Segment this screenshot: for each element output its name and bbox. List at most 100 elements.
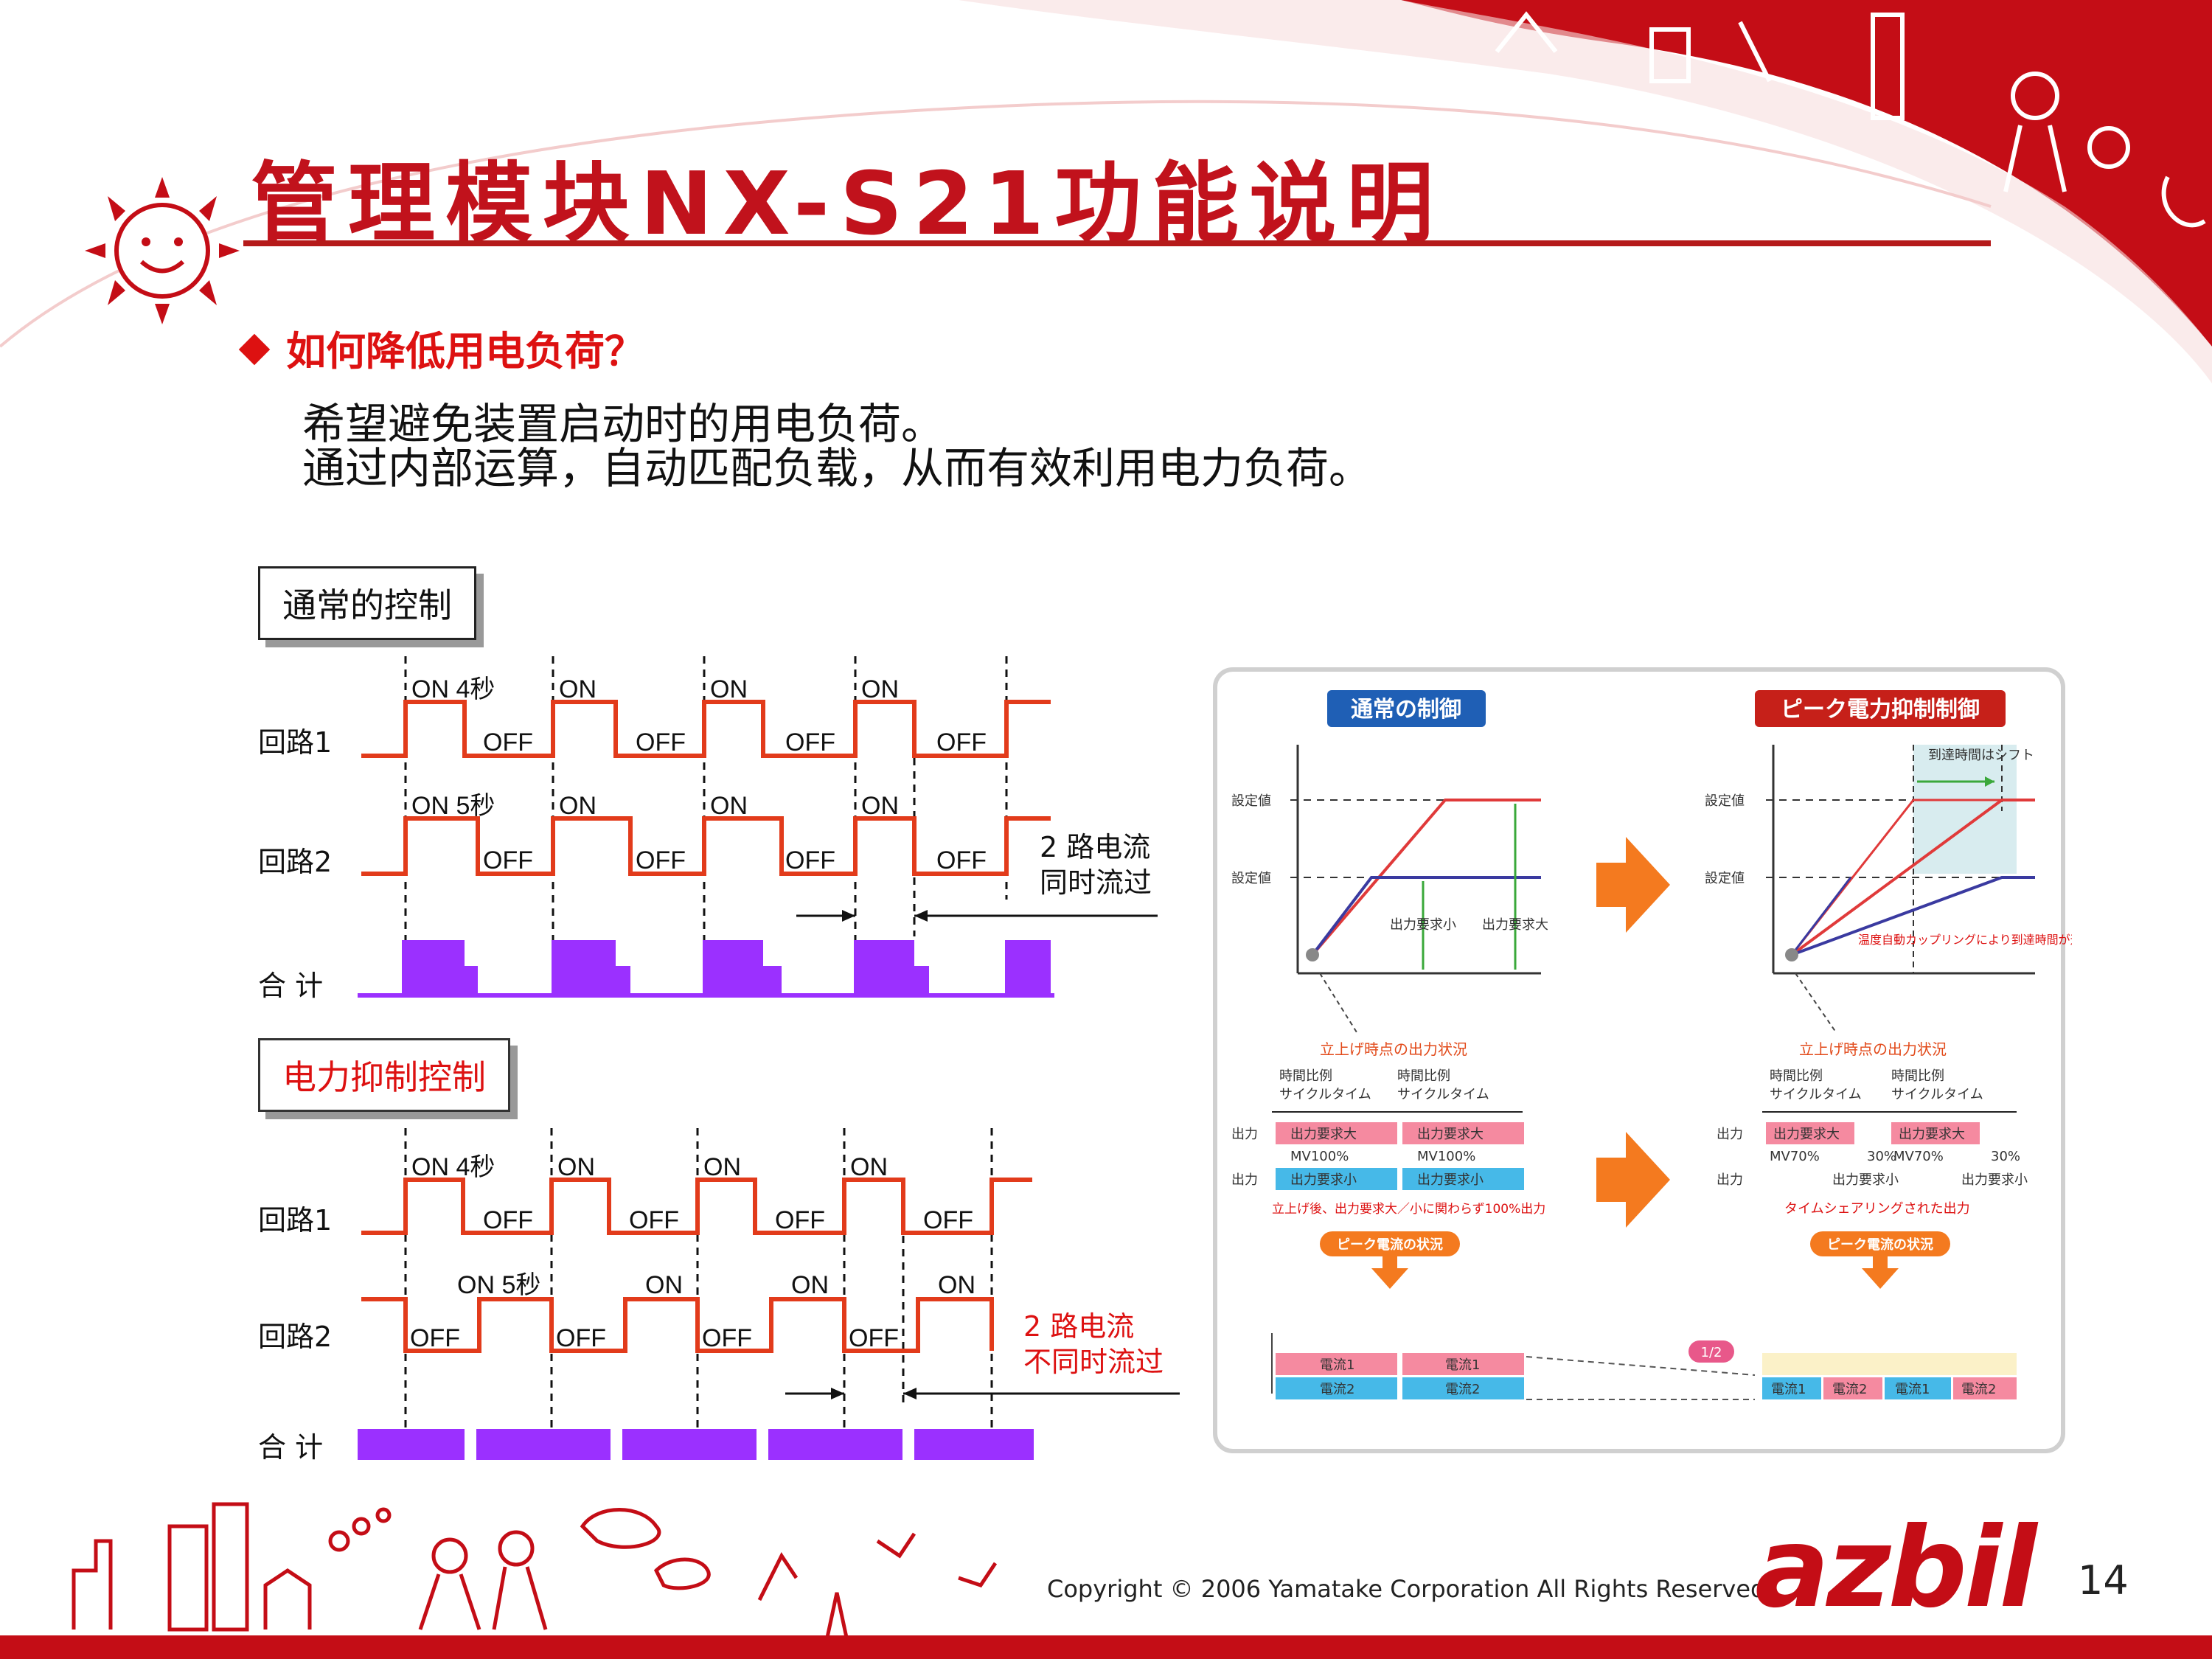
sup-total-label: 合 计 [258,1431,323,1464]
left-startup-status: 立上げ時点の出力状況 [1320,1040,1467,1058]
sup-c2-off: OFF [410,1324,460,1352]
suppression-control-label: 电力抑制控制 [258,1038,510,1112]
normal-note-line2: 同时流过 [1040,866,1152,899]
left-mv100-2: MV100% [1417,1149,1475,1164]
right-req-large-box2: 出力要求大 [1899,1127,1965,1142]
left-current1-b: 電流1 [1445,1357,1480,1373]
body-paragraph: 希望避免装置启动时的用电负荷。 通过内部运算，自动匹配负载，从而有效利用电力负荷… [302,402,1371,490]
right-cycle-2: サイクルタイム [1891,1087,1983,1102]
right-arrow-icon [1596,1132,1670,1228]
sup-c2-off: OFF [849,1324,899,1352]
right-current2-b: 電流2 [1961,1382,1996,1397]
sup-circuit1-label: 回路1 [258,1204,332,1237]
left-after-startup: 立上げ後、出力要求大／小に関わらず100%出力 [1272,1202,1545,1217]
suppression-timing-diagram: 回路1 回路2 合 计 ON 4秒 ON ON ON OFF OFF OFF O… [258,1128,1180,1464]
footer-illustration [72,1502,998,1644]
normal-c2-on: ON [710,792,748,820]
sup-c1-off: OFF [923,1206,973,1234]
copyright-text: Copyright © 2006 Yamatake Corporation Al… [1047,1575,1773,1603]
right-current1-b: 電流1 [1895,1382,1930,1397]
normal-c1-on: ON [861,675,899,703]
left-req-small: 出力要求小 [1390,917,1456,933]
right-output-2: 出力 [1717,1172,1743,1188]
normal-c2-off: OFF [936,846,987,874]
left-req-small-box2: 出力要求小 [1417,1172,1484,1188]
sup-c2-on-first: ON 5秒 [457,1271,540,1299]
header-decoration [0,0,2212,383]
sup-note-line2: 不同时流过 [1023,1346,1164,1378]
right-req-small-box2: 出力要求小 [1961,1172,2028,1188]
sup-c2-off: OFF [556,1324,606,1352]
left-req-large: 出力要求大 [1482,917,1548,933]
normal-c1-on: ON [710,675,748,703]
left-current2-a: 電流2 [1320,1382,1354,1397]
normal-c2-on: ON [559,792,597,820]
right-shift-label: 到達時間はシフト [1928,748,2034,763]
right-req-small-box1: 出力要求小 [1832,1172,1899,1188]
bottom-bar [0,1635,2212,1659]
left-peak-status: ピーク電流の状況 [1337,1237,1443,1253]
left-output-2: 出力 [1231,1172,1258,1188]
sup-c2-off: OFF [702,1324,752,1352]
right-setpoint-high: 設定値 [1705,793,1745,809]
left-cycle-1: サイクルタイム [1279,1087,1371,1102]
left-time-prop-1: 時間比例 [1279,1068,1332,1084]
normal-control-label: 通常的控制 [258,566,476,640]
normal-c1-off: OFF [785,728,835,757]
body-line-2: 通过内部运算，自动匹配负载，从而有效利用电力负荷。 [302,443,1372,493]
normal-c2-off: OFF [636,846,686,874]
right-coupling-note: 温度自動カップリングにより到達時間が遅くならない [1858,933,2072,947]
normal-c2-on: ON [861,792,899,820]
jp-comparison-figure: 通常の制御 ピーク電力抑制制御 設定値 設定値 出力要求小 出力要求大 [1213,667,2072,1453]
sup-c1-off: OFF [629,1206,679,1234]
normal-circuit2-label: 回路2 [258,846,332,878]
right-time-prop-1: 時間比例 [1770,1068,1823,1084]
sup-c1-on: ON [557,1153,595,1181]
right-cycle-1: サイクルタイム [1770,1087,1862,1102]
sun-icon [85,177,240,324]
right-pct30-1: 30% [1867,1149,1896,1164]
right-mv70-1: MV70% [1770,1149,1820,1164]
right-arrow-icon [1596,837,1670,933]
left-setpoint-low: 設定値 [1231,871,1271,886]
normal-c1-on: ON [559,675,597,703]
normal-c2-on-first: ON 5秒 [411,792,495,820]
left-mv100-1: MV100% [1290,1149,1349,1164]
sup-c1-on: ON [850,1153,888,1181]
right-setpoint-low: 設定値 [1705,871,1745,886]
right-current1-a: 電流1 [1771,1382,1806,1397]
sup-c2-on: ON [645,1271,683,1299]
normal-c1-on-first: ON 4秒 [411,675,495,703]
normal-timing-diagram: 回路1 回路2 合 计 ON 4秒 ON ON ON OFF OFF OFF O… [258,656,1158,1002]
normal-note-line1: 2 路电流 [1040,831,1150,863]
normal-c1-off: OFF [636,728,686,757]
left-req-large-box1: 出力要求大 [1290,1127,1357,1142]
page-title: 管理模块NX-S21功能说明 [251,153,1444,254]
sup-c1-off: OFF [483,1206,533,1234]
title-underline [243,240,1991,246]
left-req-small-box1: 出力要求小 [1290,1172,1357,1188]
left-current2-b: 電流2 [1445,1382,1480,1397]
page-number: 14 [2078,1557,2129,1604]
sup-c1-off: OFF [775,1206,825,1234]
left-graph: 設定値 設定値 出力要求小 出力要求大 [1231,745,1548,975]
sup-c2-on: ON [791,1271,829,1299]
normal-c1-off: OFF [483,728,533,757]
left-output-1: 出力 [1231,1127,1258,1142]
right-req-large-box1: 出力要求大 [1773,1127,1840,1142]
normal-c2-off: OFF [785,846,835,874]
normal-c2-off: OFF [483,846,533,874]
left-setpoint-high: 設定値 [1231,793,1271,809]
right-graph: 到達時間はシフト 設定値 設定値 温度自動カップリングにより到達時間が遅くならな… [1705,745,2072,975]
sup-note-line1: 2 路电流 [1023,1310,1134,1343]
normal-c1-off: OFF [936,728,987,757]
left-req-large-box2: 出力要求大 [1417,1127,1484,1142]
diamond-bullet-icon [238,334,271,366]
sup-c1-on-first: ON 4秒 [411,1153,495,1181]
left-cycle-2: サイクルタイム [1397,1087,1489,1102]
section-heading-text: 如何降低用电负荷？ [286,328,644,375]
right-time-sharing: タイムシェアリングされた出力 [1784,1201,1970,1217]
left-current1-a: 電流1 [1320,1357,1354,1373]
right-pct30-2: 30% [1991,1149,2020,1164]
